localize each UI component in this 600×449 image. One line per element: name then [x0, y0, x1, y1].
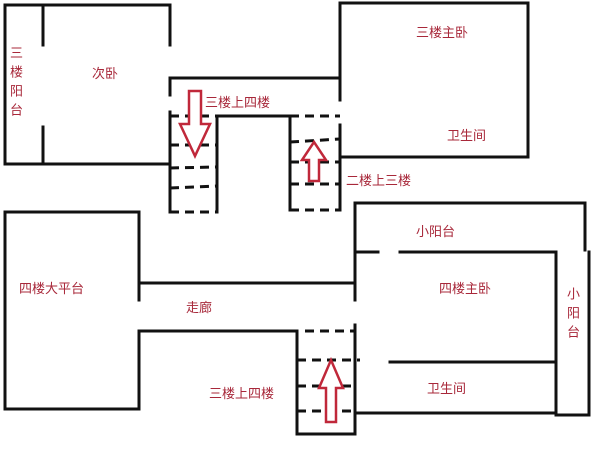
- label-stair-2to3: 二楼上三楼: [346, 174, 412, 189]
- label-small-balcony-right: 小阳台: [564, 287, 579, 344]
- label-stair-3to4-top: 三楼上四楼: [205, 96, 271, 111]
- label-corridor: 走廊: [186, 301, 213, 316]
- arrow-down-icon: [178, 89, 212, 159]
- label-fourth-bathroom: 卫生间: [427, 382, 467, 397]
- fourth-master-walls: [353, 201, 591, 417]
- label-third-balcony: 三楼阳台: [7, 46, 22, 122]
- fourth-terrace-walls: [3, 210, 357, 411]
- stair-2to3: [288, 114, 341, 212]
- label-third-bathroom: 卫生间: [447, 129, 487, 144]
- stair-3to4-bottom: [295, 329, 360, 436]
- label-third-master-bedroom: 三楼主卧: [416, 26, 469, 41]
- label-small-balcony-top: 小阳台: [416, 225, 456, 240]
- arrow-up-icon: [317, 356, 345, 424]
- second-bedroom-walls: [3, 3, 342, 166]
- label-fourth-master-bedroom: 四楼主卧: [439, 282, 492, 297]
- label-fourth-terrace: 四楼大平台: [19, 282, 85, 297]
- arrow-up-icon: [299, 139, 329, 183]
- label-stair-3to4-bottom: 三楼上四楼: [209, 387, 275, 402]
- label-second-bedroom: 次卧: [92, 67, 119, 82]
